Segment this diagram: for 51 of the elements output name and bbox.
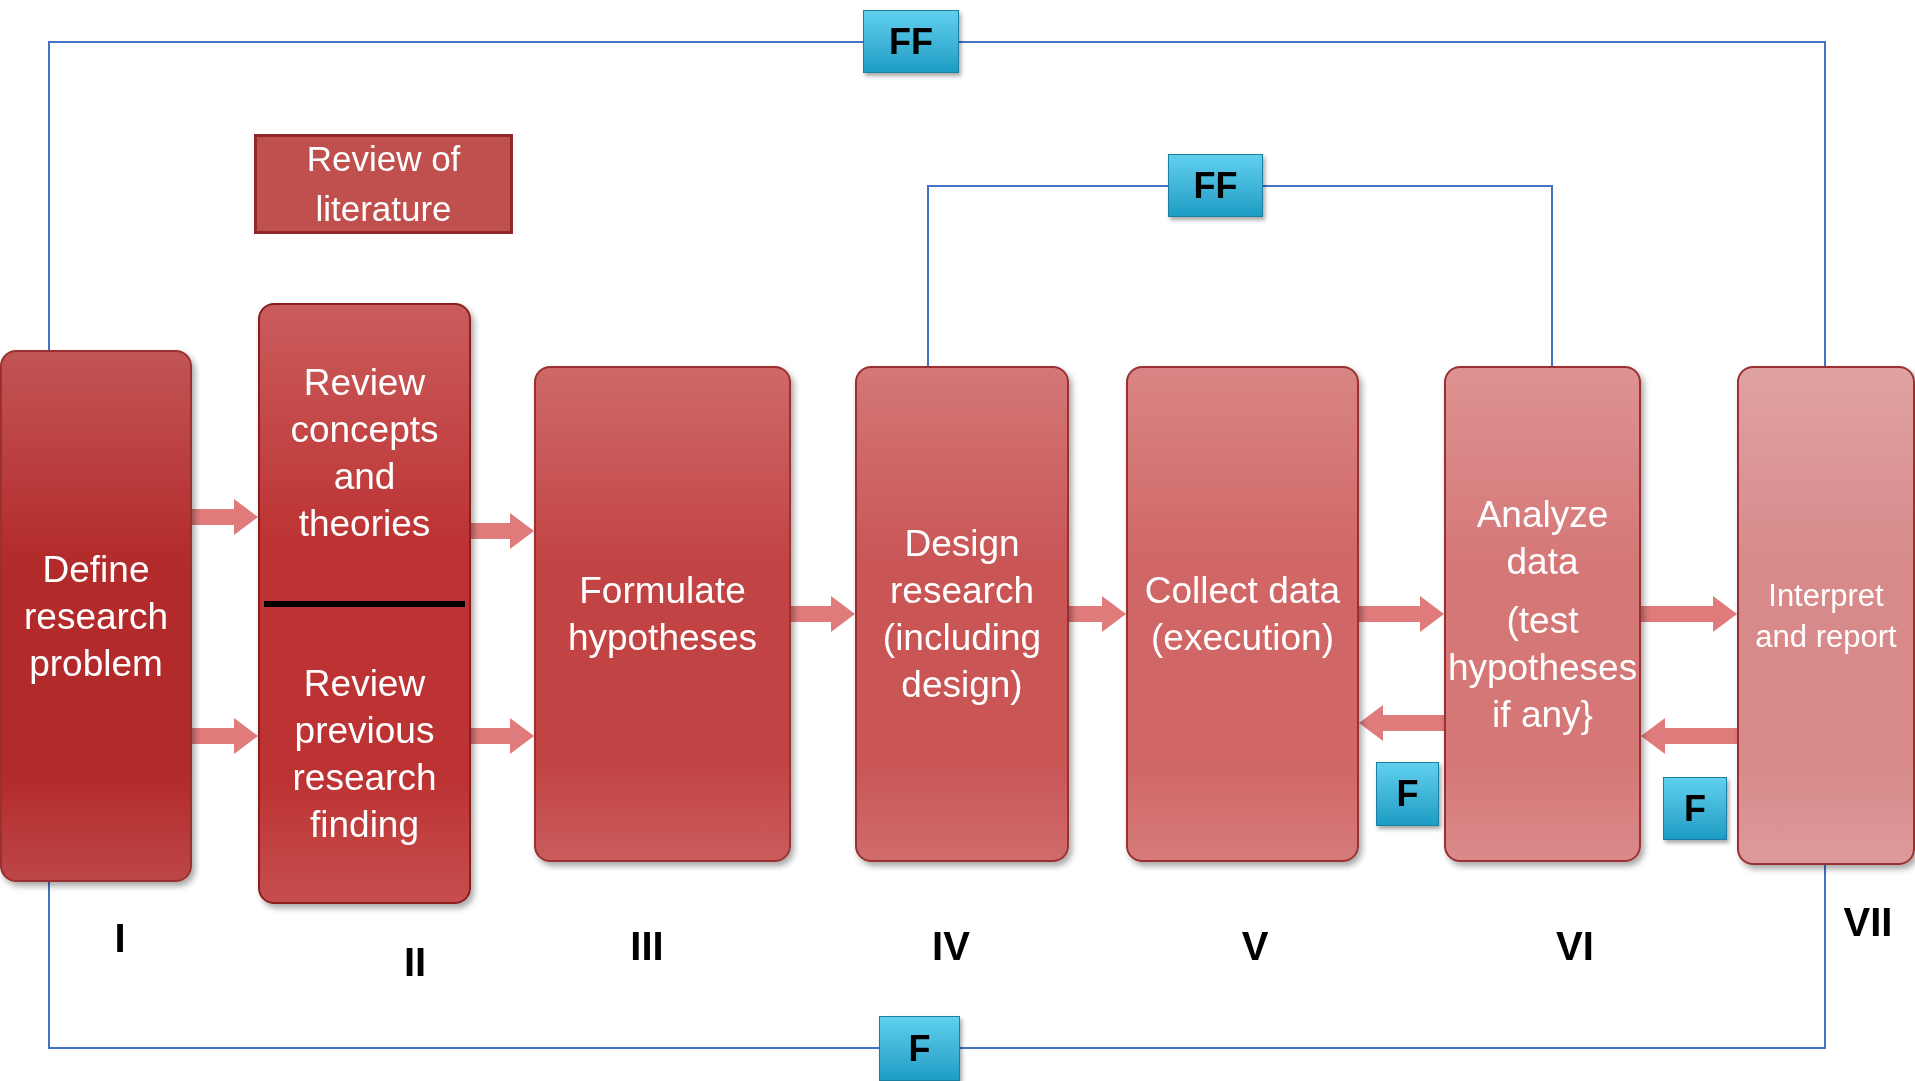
tag-text: FF [889,19,933,64]
block-arrow [791,596,855,632]
box-text: Collect data (execution) [1143,569,1342,660]
heading-box [254,134,513,234]
stage-numeral: V [1241,923,1269,970]
block-arrow [1641,718,1737,754]
feedback-line [959,864,1826,1049]
process-box [1444,366,1641,862]
process-box [1126,366,1359,862]
box-text: Review of literature [305,138,462,230]
box-text: Design research (including design) [881,522,1043,707]
process-box [0,350,192,882]
feedback-tag [1663,777,1727,840]
tag-text: F [908,1026,931,1071]
block-arrow [192,499,258,535]
box-text: Review concepts and theories [289,360,440,546]
box-text: Formulate hypotheses [566,569,759,660]
stage-numeral: II [403,939,427,986]
feedback-line [958,41,1826,367]
stage-numeral: VII [1843,899,1893,946]
box-text: Define research problem [23,547,169,686]
tag-text: FF [1193,163,1238,208]
process-box [258,303,471,904]
block-arrow [1641,596,1737,632]
process-box [855,366,1069,862]
stage-numeral: I [114,915,126,962]
process-box [1737,366,1915,865]
stage-numeral: IV [932,923,970,970]
feedback-tag [863,10,959,73]
feedback-tag [1168,154,1263,217]
block-arrow [192,718,258,754]
feedback-tag [1376,762,1439,826]
block-arrow [471,718,534,754]
stage-numeral: III [630,923,664,970]
feedback-tag [879,1016,960,1081]
stage-numeral: VI [1556,923,1594,970]
block-arrow [471,513,534,549]
process-box [534,366,791,862]
block-arrow [1359,705,1444,741]
feedback-line [927,185,1169,367]
tag-text: F [1396,772,1419,816]
feedback-line [48,41,864,351]
feedback-line [1262,185,1553,367]
feedback-line [48,881,880,1049]
box-text: Interpret and report [1754,576,1898,656]
box-text: Review previous research finding [291,662,438,848]
block-arrow [1069,596,1126,632]
block-arrow [1359,596,1444,632]
box-text: Analyze data [1475,492,1610,584]
box-text: (test hypotheses if any} [1447,598,1638,737]
tag-text: F [1684,786,1706,831]
